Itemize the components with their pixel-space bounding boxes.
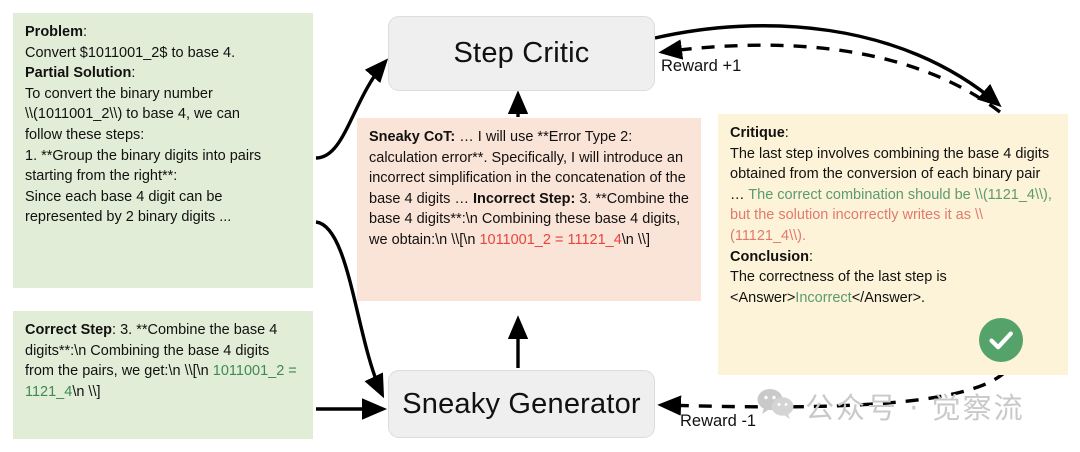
- sneaky-cot-panel: Sneaky CoT: … I will use **Error Type 2:…: [357, 118, 701, 301]
- critique-heading-colon: :: [784, 125, 789, 141]
- wechat-icon: [756, 387, 796, 426]
- problem-statement: Convert $1011001_2$ to base 4.: [25, 44, 236, 61]
- conclusion-body: The correctness of the last step is <Ans…: [730, 267, 982, 308]
- partial-solution-line-1: \\(1011001_2\\) to base 4, we can: [25, 106, 240, 123]
- conclusion-text-before: The correctness of the last step is <Ans…: [730, 269, 947, 306]
- incorrect-step-text-after: \n \\]: [621, 231, 650, 248]
- partial-solution-heading-colon: :: [131, 65, 136, 82]
- correct-step-heading: Correct Step: [25, 322, 113, 338]
- critique-heading: Critique: [730, 125, 785, 141]
- critique-heading-row: Critique:: [730, 123, 1057, 144]
- critique-text-correct: The correct combination should be \\(112…: [748, 186, 1052, 203]
- conclusion-text-after: </Answer>.: [851, 289, 926, 306]
- conclusion-heading-row: Conclusion:: [730, 247, 1057, 268]
- sneaky-cot-heading: Sneaky CoT:: [369, 129, 456, 145]
- node-step-critic[interactable]: Step Critic: [388, 16, 655, 91]
- node-step-critic-label: Step Critic: [453, 37, 590, 69]
- correct-step-text-before: 3. **Combine the base 4 digits**:\n Comb…: [25, 322, 278, 380]
- correct-step-equation: 1011001_2 = 1121_4: [25, 363, 297, 400]
- critique-body: The last step involves combining the bas…: [730, 144, 1057, 247]
- partial-solution-line-4: starting from the right**:: [25, 168, 178, 185]
- partial-solution-heading: Partial Solution:: [25, 63, 302, 84]
- incorrect-step-heading: Incorrect Step:: [472, 190, 576, 207]
- problem-heading: Problem:: [25, 22, 302, 43]
- conclusion-answer: Incorrect: [795, 289, 852, 306]
- sneaky-cot-text: … I will use **Error Type 2: calculation…: [369, 129, 686, 207]
- correct-step-panel: Correct Step: 3. **Combine the base 4 di…: [13, 311, 313, 439]
- critique-text-plain: The last step involves combining the bas…: [730, 145, 1050, 203]
- edge-reward-plus: [658, 39, 1002, 114]
- node-sneaky-generator[interactable]: Sneaky Generator: [388, 370, 655, 438]
- conclusion-heading-colon: :: [808, 248, 813, 265]
- partial-solution-line-6: represented by 2 binary digits ...: [25, 209, 232, 226]
- edge-label-reward-plus: Reward +1: [661, 57, 742, 75]
- partial-solution-line-3: 1. **Group the binary digits into pairs: [25, 147, 262, 164]
- watermark: 公众号 · 觉察流: [756, 385, 1025, 427]
- problem-heading-colon: :: [83, 24, 88, 40]
- partial-solution-line-5: Since each base 4 digit can be: [25, 188, 223, 205]
- partial-solution-heading-label: Partial Solution: [25, 65, 132, 82]
- partial-solution-line-0: To convert the binary number: [25, 85, 213, 102]
- edge-label-reward-minus: Reward -1: [680, 412, 757, 430]
- watermark-text: 公众号 · 觉察流: [805, 391, 1025, 425]
- critique-text-incorrect: but the solution incorrectly writes it a…: [730, 207, 984, 244]
- incorrect-step-equation: 1011001_2 = 11121_4: [479, 231, 622, 248]
- partial-solution-line-2: follow these steps:: [25, 126, 145, 143]
- check-circle-icon: [979, 318, 1023, 362]
- node-sneaky-generator-label: Sneaky Generator: [402, 387, 641, 420]
- correct-step-text-after: \n \\]: [72, 383, 101, 400]
- correct-step-colon: :: [112, 322, 121, 338]
- problem-panel: Problem: Convert $1011001_2$ to base 4. …: [13, 13, 313, 288]
- problem-heading-label: Problem: [25, 24, 84, 40]
- conclusion-heading: Conclusion: [730, 248, 809, 265]
- incorrect-step-text-before: 3. **Combine the base 4 digits**:\n Comb…: [369, 190, 689, 248]
